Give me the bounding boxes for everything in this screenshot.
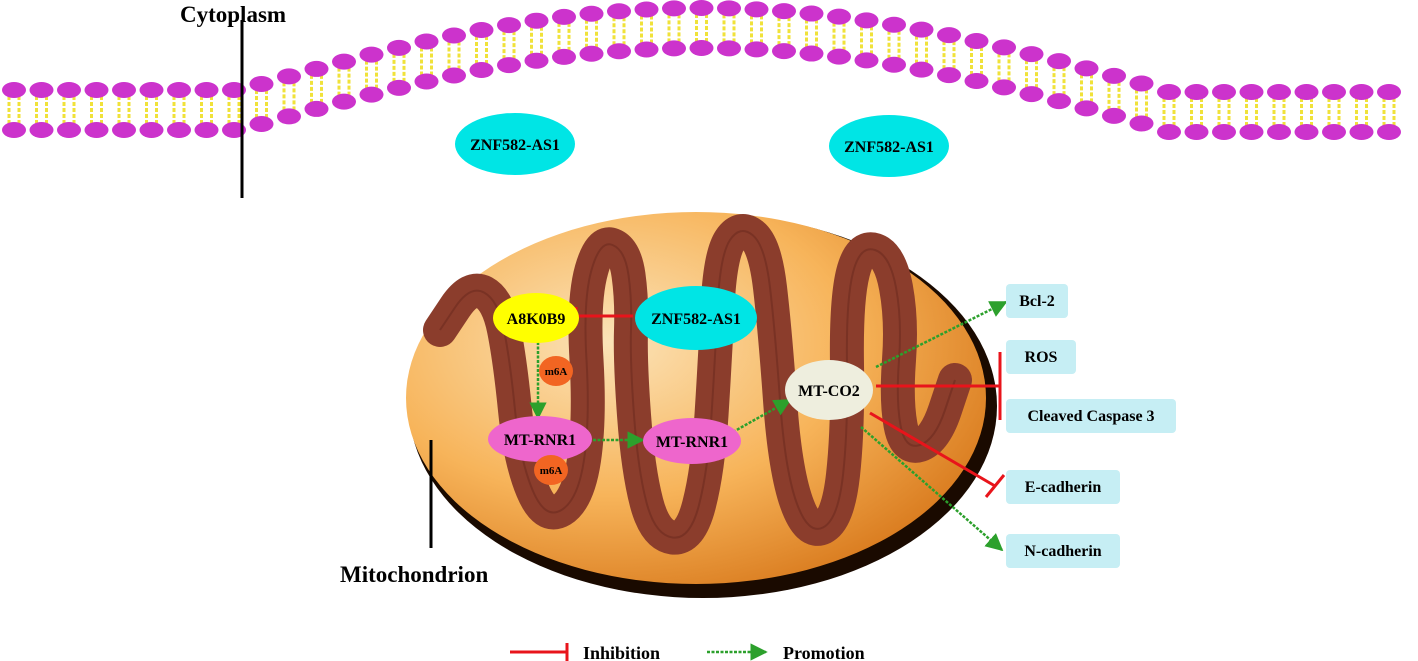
cleaved-caspase3-label: Cleaved Caspase 3	[1027, 408, 1154, 425]
znf582-as1-mito-node: ZNF582-AS1	[635, 286, 757, 350]
mt-rnr1-left-node: MT-RNR1	[488, 416, 592, 462]
znf582-as1-cyto-right-label: ZNF582-AS1	[844, 139, 934, 156]
mt-co2-node: MT-CO2	[785, 360, 873, 420]
cytoplasm-label: Cytoplasm	[180, 2, 286, 27]
mt-co2-label: MT-CO2	[798, 383, 860, 400]
e-cadherin-box: E-cadherin	[1006, 470, 1120, 504]
e-cadherin-label: E-cadherin	[1025, 479, 1102, 496]
znf582-as1-cyto-left-node: ZNF582-AS1	[455, 113, 575, 175]
mt-rnr1-right-label: MT-RNR1	[656, 434, 728, 451]
cleaved-caspase3-box: Cleaved Caspase 3	[1006, 399, 1176, 433]
znf582-as1-cyto-right-node: ZNF582-AS1	[829, 115, 949, 177]
m6a-top-label: m6A	[545, 366, 568, 378]
mt-rnr1-left-label: MT-RNR1	[504, 432, 576, 449]
znf582-as1-mito-label: ZNF582-AS1	[651, 311, 741, 328]
znf582-as1-cyto-left-label: ZNF582-AS1	[470, 137, 560, 154]
m6a-top-node: m6A	[539, 356, 573, 386]
mitochondrion-label: Mitochondrion	[340, 562, 488, 587]
m6a-bottom-node: m6A	[534, 455, 568, 485]
a8k0b9-node: A8K0B9	[493, 293, 579, 343]
legend-inhibition-label: Inhibition	[583, 643, 660, 661]
mt-co2-promotes-bcl2-arrow	[875, 300, 1008, 369]
ros-box: ROS	[1006, 340, 1076, 374]
mt-rnr1-to-mt-co2-arrow	[732, 398, 792, 434]
mt-rnr1-right-node: MT-RNR1	[643, 418, 741, 464]
ros-label: ROS	[1025, 349, 1058, 366]
mt-co2-inhibits-e-cadherin-line	[869, 411, 996, 488]
bcl2-box: Bcl-2	[1006, 284, 1068, 318]
m6a-bottom-label: m6A	[540, 465, 563, 477]
mitochondrion	[406, 212, 997, 598]
bcl2-label: Bcl-2	[1019, 293, 1055, 310]
cell-membrane	[2, 0, 1401, 140]
a8k0b9-label: A8K0B9	[507, 311, 566, 328]
mt-co2-inhibits-e-cadherin-bar	[984, 474, 1006, 498]
legend: Inhibition Promotion	[510, 643, 865, 661]
n-cadherin-label: N-cadherin	[1024, 543, 1101, 560]
mt-co2-promotes-n-cadherin-arrow	[860, 426, 1004, 552]
legend-promotion-label: Promotion	[783, 643, 865, 661]
n-cadherin-box: N-cadherin	[1006, 534, 1120, 568]
